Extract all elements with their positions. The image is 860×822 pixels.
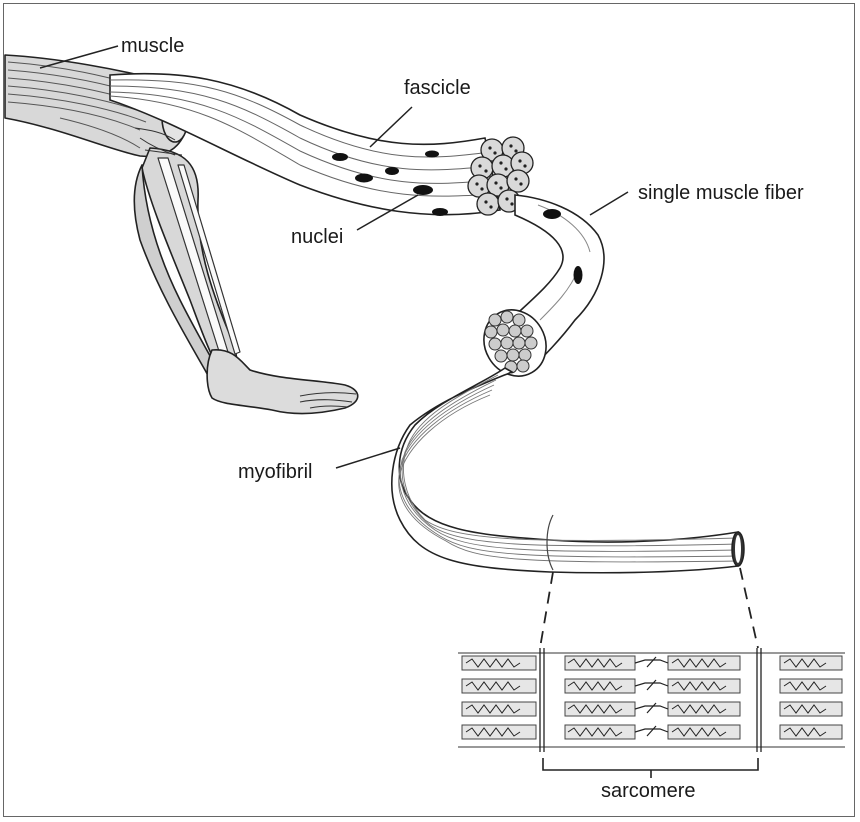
foot [207,350,358,414]
label-myofibril: myofibril [238,461,312,483]
sarcomere-panel [458,648,845,778]
label-single-muscle-fiber: single muscle fiber [638,182,804,204]
label-fascicle: fascicle [404,77,471,99]
label-sarcomere: sarcomere [601,780,695,802]
label-nuclei: nuclei [291,226,343,248]
myofibril [392,368,744,573]
single-fiber [472,195,604,387]
label-muscle: muscle [121,35,184,57]
sarcomere-bracket [543,758,758,778]
zoom-lines [540,568,758,648]
